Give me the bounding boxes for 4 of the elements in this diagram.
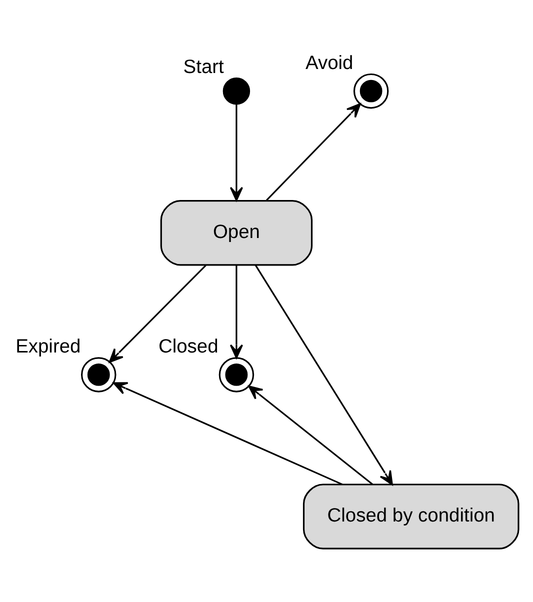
node-label: Avoid bbox=[306, 52, 354, 74]
node-label: Start bbox=[183, 56, 224, 78]
node-label: Closed bbox=[158, 336, 218, 358]
node-label: Expired bbox=[16, 336, 81, 358]
